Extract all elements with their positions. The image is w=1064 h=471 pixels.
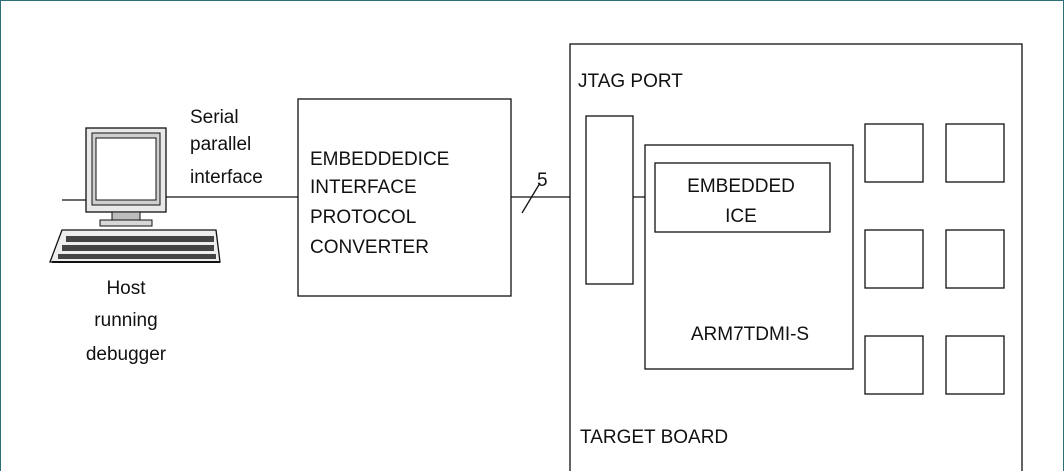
target-board-label: TARGET BOARD [580,427,728,448]
protocol-converter-box [297,98,512,297]
converter-line-2: INTERFACE [310,177,417,198]
jtag-port-label: JTAG PORT [578,71,683,92]
host-caption-line-3: debugger [86,344,167,365]
interface-label-line-1: Serial [190,107,239,128]
host-caption-line-2: running [94,310,157,331]
board-component [945,335,1005,395]
converter-line-3: PROTOCOL [310,207,416,228]
arm-core-label: ARM7TDMI-S [691,324,809,345]
board-component [945,229,1005,289]
converter-line-1: EMBEDDEDICE [310,149,449,170]
embedded-ice-line-1: EMBEDDED [687,176,795,197]
jtag-port-box [585,115,634,285]
embedded-ice-box [654,162,831,233]
converter-line-4: CONVERTER [310,237,429,258]
board-component [864,335,924,395]
board-component [864,123,924,183]
board-component [864,229,924,289]
computer-icon [49,127,221,263]
interface-label-line-3: interface [190,167,263,188]
board-component [945,123,1005,183]
embedded-ice-line-2: ICE [725,206,757,227]
bus-width-slash [521,182,541,214]
host-caption-line-1: Host [106,278,146,299]
interface-label-line-2: parallel [190,134,251,155]
bus-width-label: 5 [537,170,548,191]
